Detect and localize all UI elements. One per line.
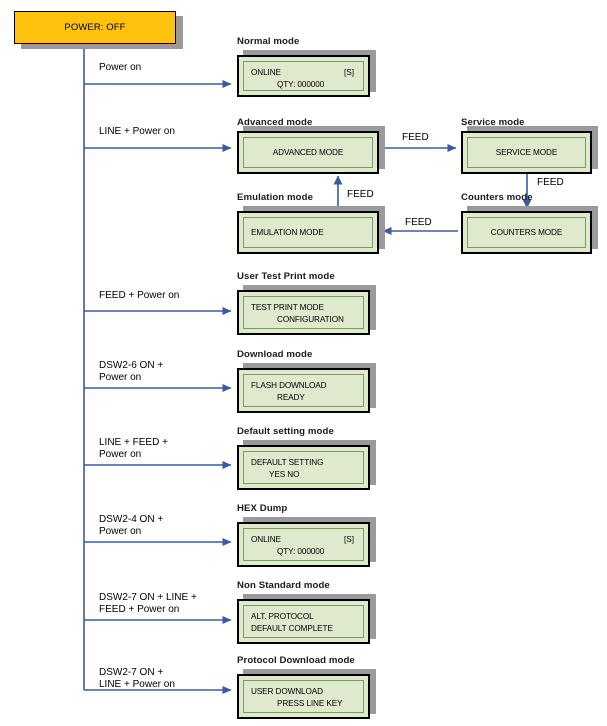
lcd-line: FLASH DOWNLOAD [251, 381, 327, 390]
lcd-screen-default-setting: DEFAULT SETTING YES NO [243, 451, 364, 484]
lcd-box-counters-mode[interactable]: COUNTERS MODE [461, 211, 592, 254]
trigger-default-setting-line1: LINE + FEED + [99, 437, 168, 448]
lcd-line: ALT. PROTOCOL [251, 612, 314, 621]
lcd-line: DEFAULT COMPLETE [251, 624, 333, 633]
trigger-non-standard-line1: DSW2-7 ON + LINE + [99, 592, 197, 603]
trigger-protocol-download-line1: DSW2-7 ON + [99, 667, 164, 678]
feed-label-service-to-counters: FEED [537, 177, 564, 188]
lcd-screen-download: FLASH DOWNLOAD READY [243, 374, 364, 407]
lcd-box-emulation-mode[interactable]: EMULATION MODE [237, 211, 379, 254]
lcd-screen-advanced: ADVANCED MODE [243, 137, 373, 168]
trigger-advanced-mode: LINE + Power on [99, 126, 175, 137]
lcd-line: ONLINE [251, 68, 281, 77]
caption-service-mode: Service mode [461, 117, 525, 128]
caption-counters-mode: Counters mode [461, 192, 533, 203]
caption-download-mode: Download mode [237, 349, 313, 360]
lcd-box-normal-mode[interactable]: ONLINE [S] QTY: 000000 [237, 55, 370, 97]
power-off-box[interactable]: POWER: OFF [14, 11, 176, 44]
lcd-line: USER DOWNLOAD [251, 687, 323, 696]
trigger-normal-mode: Power on [99, 62, 142, 73]
caption-normal-mode: Normal mode [237, 36, 300, 47]
lcd-line: READY [277, 393, 305, 402]
lcd-screen-counters: COUNTERS MODE [467, 217, 586, 248]
lcd-screen-service: SERVICE MODE [467, 137, 586, 168]
caption-emulation-mode: Emulation mode [237, 192, 314, 203]
lcd-status-flag: [S] [343, 68, 354, 77]
trigger-hex-dump-line2: Power on [99, 526, 142, 537]
lcd-line: QTY: 000000 [277, 547, 325, 556]
lcd-screen-non-standard: ALT. PROTOCOL DEFAULT COMPLETE [243, 605, 364, 638]
lcd-line: EMULATION MODE [251, 228, 324, 237]
feed-label-advanced-to-service: FEED [402, 132, 429, 143]
lcd-screen-protocol-download: USER DOWNLOAD PRESS LINE KEY [243, 680, 364, 713]
feed-label-emulation-to-advanced: FEED [347, 189, 374, 200]
caption-non-standard-mode: Non Standard mode [237, 580, 330, 591]
lcd-screen-hex-dump: ONLINE [S] QTY: 000000 [243, 528, 364, 561]
lcd-box-advanced-mode[interactable]: ADVANCED MODE [237, 131, 379, 174]
lcd-line: SERVICE MODE [495, 148, 558, 157]
lcd-screen-emulation: EMULATION MODE [243, 217, 373, 248]
feed-label-counters-to-emulation: FEED [405, 217, 432, 228]
lcd-line: DEFAULT SETTING [251, 458, 324, 467]
lcd-line: YES NO [269, 470, 300, 479]
power-off-label: POWER: OFF [64, 22, 126, 33]
trigger-user-test-print-mode: FEED + Power on [99, 290, 180, 301]
caption-protocol-download-mode: Protocol Download mode [237, 655, 355, 666]
lcd-line: PRESS LINE KEY [277, 699, 343, 708]
lcd-line: QTY: 000000 [277, 80, 325, 89]
lcd-status-flag: [S] [343, 535, 354, 544]
lcd-box-hex-dump[interactable]: ONLINE [S] QTY: 000000 [237, 522, 370, 567]
trigger-download-mode-line1: DSW2-6 ON + [99, 360, 164, 371]
lcd-line: CONFIGURATION [277, 315, 344, 324]
lcd-screen-test-print: TEST PRINT MODE CONFIGURATION [243, 296, 364, 329]
trigger-default-setting-line2: Power on [99, 449, 142, 460]
caption-user-test-print-mode: User Test Print mode [237, 271, 335, 282]
caption-default-setting-mode: Default setting mode [237, 426, 334, 437]
lcd-box-download-mode[interactable]: FLASH DOWNLOAD READY [237, 368, 370, 413]
lcd-box-user-test-print-mode[interactable]: TEST PRINT MODE CONFIGURATION [237, 290, 370, 335]
caption-advanced-mode: Advanced mode [237, 117, 313, 128]
lcd-line: COUNTERS MODE [490, 228, 563, 237]
trigger-download-mode-line2: Power on [99, 372, 142, 383]
lcd-box-default-setting-mode[interactable]: DEFAULT SETTING YES NO [237, 445, 370, 490]
trigger-non-standard-line2: FEED + Power on [99, 604, 180, 615]
lcd-line: ONLINE [251, 535, 281, 544]
trigger-protocol-download-line2: LINE + Power on [99, 679, 175, 690]
lcd-box-non-standard-mode[interactable]: ALT. PROTOCOL DEFAULT COMPLETE [237, 599, 370, 644]
lcd-box-service-mode[interactable]: SERVICE MODE [461, 131, 592, 174]
caption-hex-dump: HEX Dump [237, 503, 288, 514]
lcd-box-protocol-download-mode[interactable]: USER DOWNLOAD PRESS LINE KEY [237, 674, 370, 719]
lcd-line: ADVANCED MODE [272, 148, 344, 157]
trigger-hex-dump-line1: DSW2-4 ON + [99, 514, 164, 525]
lcd-screen-normal: ONLINE [S] QTY: 000000 [243, 61, 364, 91]
lcd-line: TEST PRINT MODE [251, 303, 324, 312]
